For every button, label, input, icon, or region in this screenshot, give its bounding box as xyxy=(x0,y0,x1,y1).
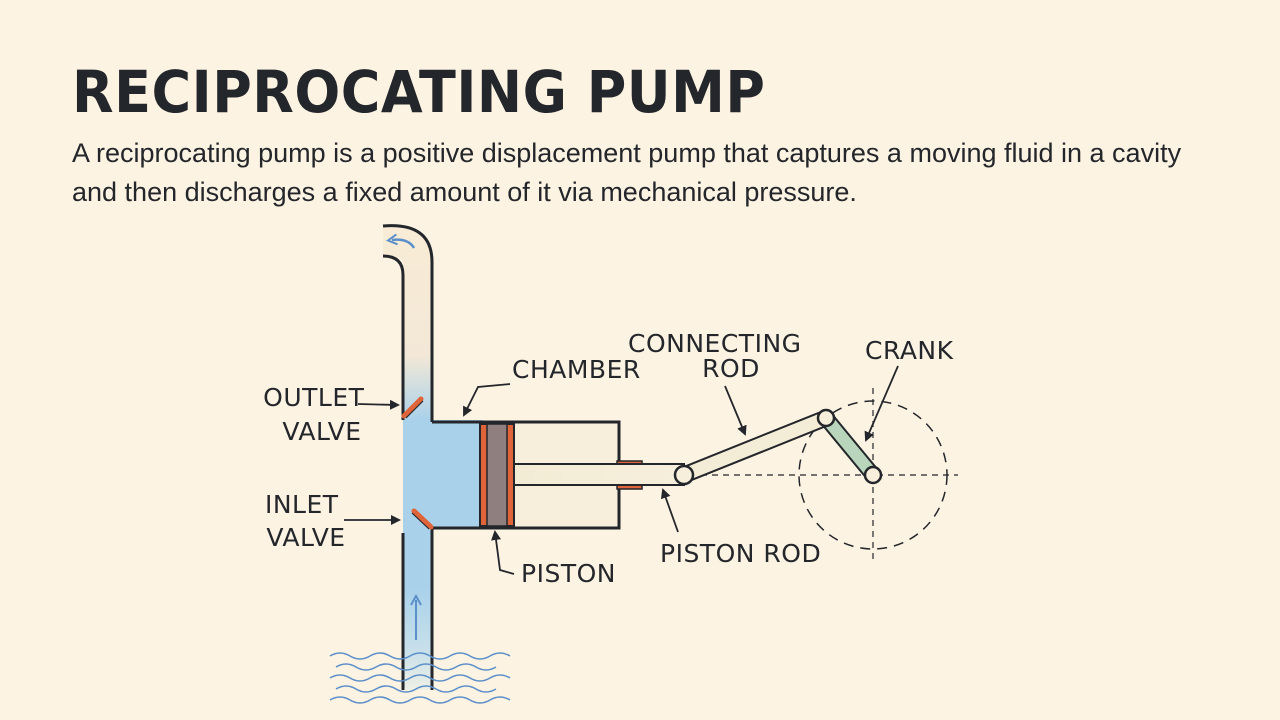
flow-arrow-out-icon xyxy=(392,240,416,249)
piston xyxy=(479,423,515,527)
crank-center-joint xyxy=(863,465,883,485)
inlet-valve-flap xyxy=(411,508,434,530)
pointer-arrows xyxy=(344,365,899,575)
connecting-rod-label: CONNECTING ROD xyxy=(628,329,810,383)
chamber-label: CHAMBER xyxy=(512,355,641,384)
water-waves-icon xyxy=(329,652,511,704)
crank-circle xyxy=(690,388,958,560)
inlet-valve-label: INLET VALVE xyxy=(265,490,347,552)
slide-description: A reciprocating pump is a positive displ… xyxy=(72,138,1182,207)
piston-rod-joint xyxy=(673,464,695,486)
connecting-rod xyxy=(675,409,835,484)
piston-rod xyxy=(513,460,685,490)
outlet-valve-flap-edge xyxy=(405,400,424,419)
outlet-valve-label: OUTLET VALVE xyxy=(263,383,373,446)
outlet-valve-flap xyxy=(401,396,424,419)
crank-joint xyxy=(816,408,836,428)
slide-title: RECIPROCATING PUMP xyxy=(72,58,766,127)
inlet-valve-flap-edge xyxy=(411,512,430,530)
piston-label: PISTON xyxy=(521,559,616,588)
crank-arm xyxy=(818,410,881,483)
crank-label: CRANK xyxy=(865,336,954,365)
piston-rod-label: PISTON ROD xyxy=(660,539,821,568)
